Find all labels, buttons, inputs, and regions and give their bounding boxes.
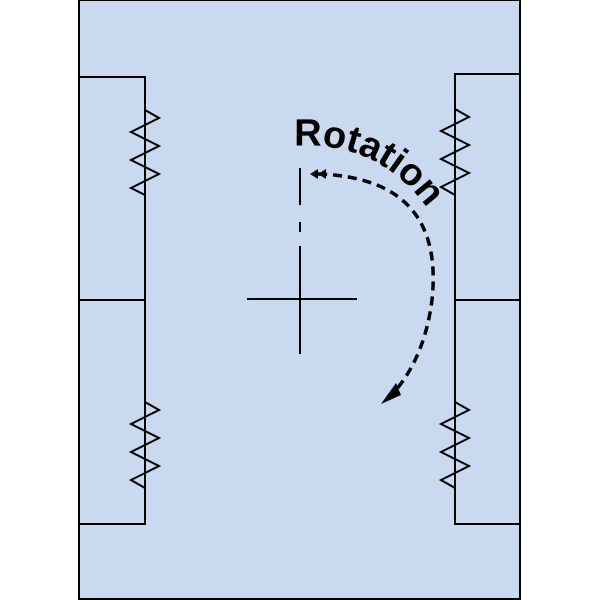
rotation-arrow-path bbox=[317, 172, 435, 392]
right-spring-assembly bbox=[438, 73, 520, 525]
rotation-arrowhead-start-1 bbox=[310, 169, 318, 179]
rotation-arrowhead-end bbox=[381, 383, 401, 404]
left-spring-assembly bbox=[79, 76, 162, 525]
right-upper-spring bbox=[438, 104, 472, 200]
right-lower-spring bbox=[438, 398, 472, 492]
center-crosshair bbox=[247, 168, 357, 354]
left-upper-spring bbox=[128, 105, 162, 200]
rotation-arrow bbox=[310, 169, 435, 404]
rotation-arrowhead-start-2 bbox=[318, 169, 326, 179]
left-lower-spring bbox=[128, 398, 162, 492]
